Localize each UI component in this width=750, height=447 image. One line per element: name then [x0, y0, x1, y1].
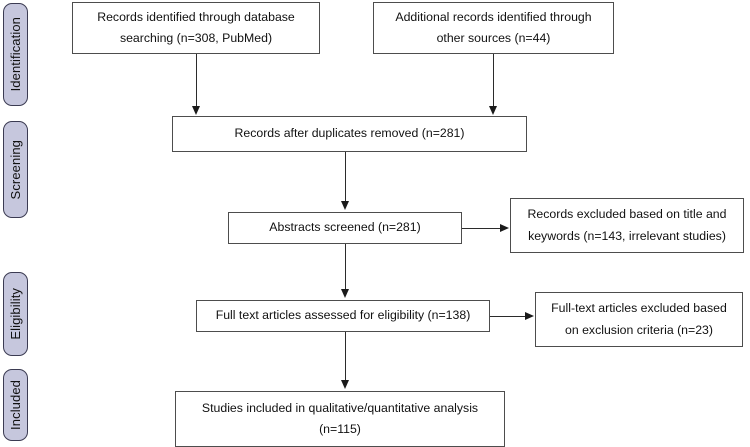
- arrowhead-abstracts-to-full-text: [340, 289, 349, 298]
- box-studies-included-text: Studies included in qualitative/quantita…: [201, 400, 479, 436]
- box-full-text-excluded: Full-text articles excluded based on exc…: [535, 292, 743, 347]
- box-records-excluded-text: Records excluded based on title and keyw…: [527, 207, 727, 243]
- connector-abstracts-to-full-text: [345, 244, 346, 291]
- stage-pill-included: Included: [3, 369, 28, 441]
- connector-other-sources-to-duplicates: [493, 54, 494, 108]
- box-full-text-assessed-text: Full text articles assessed for eligibil…: [215, 308, 471, 323]
- box-other-sources-text: Additional records identified through ot…: [395, 9, 592, 45]
- box-database-search: Records identified through database sear…: [72, 2, 320, 54]
- stage-pill-screening: Screening: [3, 121, 28, 218]
- box-duplicates-removed-text: Records after duplicates removed (n=281): [234, 126, 465, 141]
- connector-full-text-to-excluded: [490, 316, 527, 317]
- box-full-text-assessed: Full text articles assessed for eligibil…: [196, 300, 490, 332]
- stage-label-identification: Identification: [8, 17, 23, 92]
- arrowhead-database-search-to-duplicates: [191, 106, 200, 115]
- box-studies-included: Studies included in qualitative/quantita…: [175, 391, 505, 447]
- arrowhead-full-text-to-excluded: [525, 311, 534, 320]
- stage-pill-eligibility: Eligibility: [3, 272, 28, 356]
- stage-label-eligibility: Eligibility: [8, 288, 23, 340]
- box-database-search-text: Records identified through database sear…: [97, 9, 295, 45]
- connector-abstracts-to-records-excluded: [462, 228, 502, 229]
- connector-database-search-to-duplicates: [196, 54, 197, 108]
- box-abstracts-screened: Abstracts screened (n=281): [228, 212, 462, 244]
- stage-label-included: Included: [8, 380, 23, 430]
- box-records-excluded: Records excluded based on title and keyw…: [510, 198, 744, 253]
- connector-full-text-to-included: [345, 332, 346, 382]
- arrowhead-other-sources-to-duplicates: [488, 106, 497, 115]
- box-full-text-excluded-text: Full-text articles excluded based on exc…: [551, 301, 727, 337]
- connector-duplicates-to-abstracts: [345, 152, 346, 203]
- arrowhead-abstracts-to-records-excluded: [500, 223, 509, 232]
- stage-pill-identification: Identification: [3, 3, 28, 106]
- stage-label-screening: Screening: [8, 139, 23, 200]
- box-other-sources: Additional records identified through ot…: [373, 2, 614, 54]
- box-abstracts-screened-text: Abstracts screened (n=281): [269, 220, 421, 235]
- arrowhead-duplicates-to-abstracts: [340, 201, 349, 210]
- box-duplicates-removed: Records after duplicates removed (n=281): [172, 116, 527, 152]
- arrowhead-full-text-to-included: [340, 380, 349, 389]
